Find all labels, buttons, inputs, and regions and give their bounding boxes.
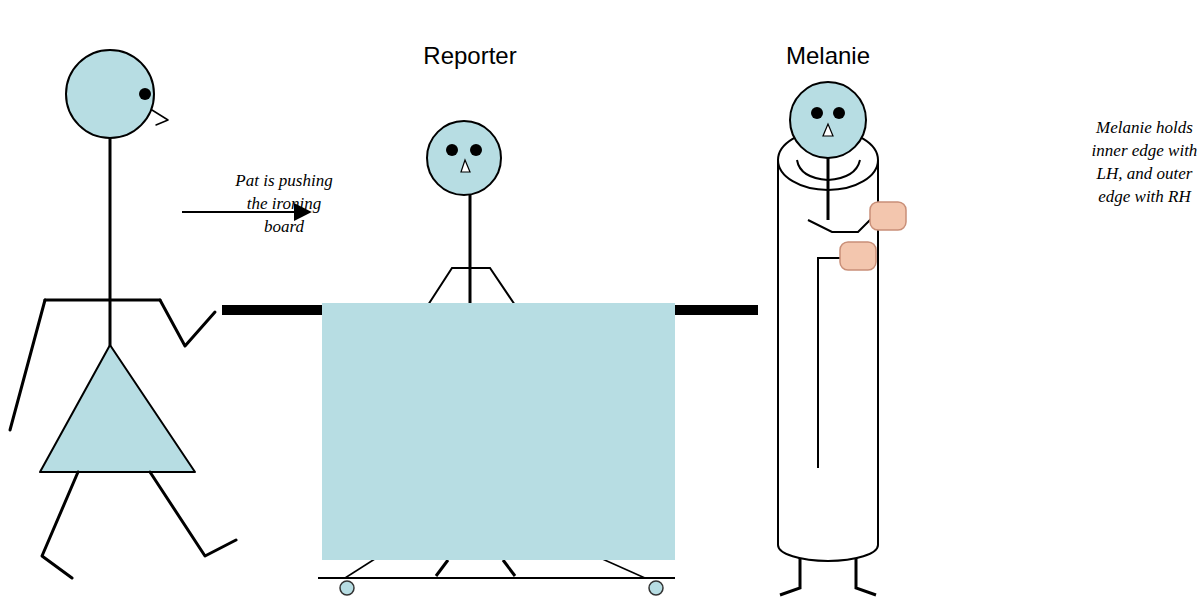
pat-figure bbox=[10, 50, 236, 578]
figure-name: Melanie bbox=[758, 40, 898, 72]
pat-nose bbox=[152, 110, 168, 125]
pat-head bbox=[66, 50, 154, 138]
board-leg bbox=[436, 560, 448, 576]
action-note: Melanie holds inner edge with LH, and ou… bbox=[1086, 117, 1203, 209]
board-wheel bbox=[340, 581, 354, 595]
board-base bbox=[318, 577, 675, 579]
pat-right-arm bbox=[160, 300, 215, 346]
right-fist bbox=[840, 242, 876, 270]
reporter-eye bbox=[470, 144, 482, 156]
melanie-eye bbox=[833, 107, 845, 119]
pat-dress bbox=[40, 345, 195, 472]
roll-outer-edge bbox=[818, 258, 846, 468]
ironing-board bbox=[222, 303, 758, 595]
reporter-neck bbox=[469, 195, 472, 305]
pat-eye bbox=[139, 88, 151, 100]
left-fist bbox=[870, 202, 906, 230]
pat-left-leg bbox=[42, 472, 78, 578]
board-wheel bbox=[649, 581, 663, 595]
figure-name: Reporter bbox=[400, 40, 540, 72]
melanie-eye bbox=[811, 107, 823, 119]
reporter-figure bbox=[427, 121, 515, 305]
reporter-head bbox=[427, 121, 501, 195]
board-leg bbox=[503, 560, 515, 576]
reporter-nose bbox=[461, 160, 470, 172]
action-note: Pat is pushing the ironing board bbox=[228, 170, 340, 239]
melanie-arm bbox=[808, 218, 872, 232]
board-cloth bbox=[322, 303, 675, 560]
pat-body bbox=[109, 138, 112, 345]
melanie-nose bbox=[823, 124, 833, 136]
pat-shoulders bbox=[45, 299, 160, 302]
reporter-torso bbox=[428, 268, 515, 305]
pat-left-arm bbox=[10, 300, 45, 430]
pat-right-leg bbox=[150, 472, 236, 556]
melanie-figure bbox=[778, 82, 906, 595]
melanie-head bbox=[790, 82, 866, 158]
melanie-neck bbox=[827, 152, 830, 220]
roll-body bbox=[778, 160, 878, 561]
reporter-eye bbox=[446, 144, 458, 156]
